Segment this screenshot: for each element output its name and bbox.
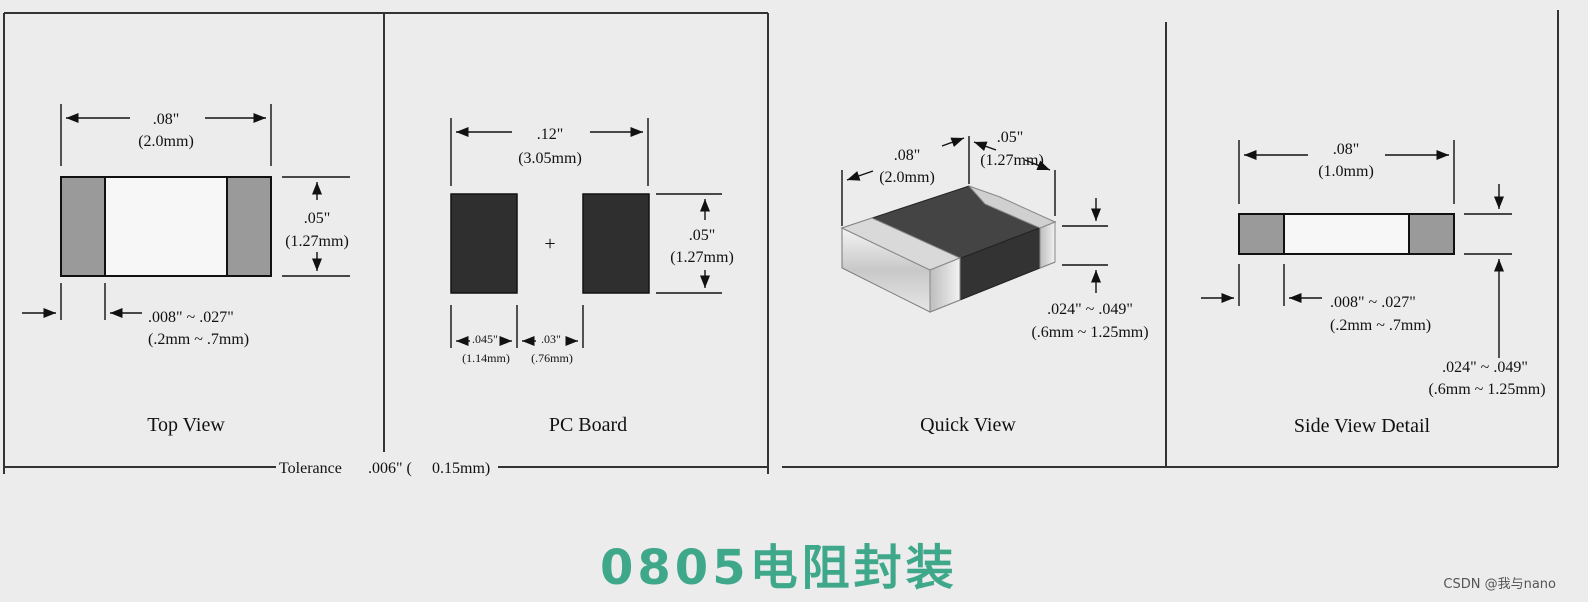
quick-view-label: Quick View (920, 414, 1016, 436)
frame-lines (3, 10, 1559, 474)
sv-length-mm: (1.0mm) (1318, 163, 1374, 180)
top-view: .08" (2.0mm) .05" (1.27mm) .008" ~ .027"… (22, 104, 350, 436)
pcb-gap-mm: (.76mm) (531, 351, 573, 365)
tolerance: Tolerance .006" ( 0.15mm) (279, 460, 490, 477)
chip-3d (840, 185, 1057, 313)
pcb-gap-in: .03" (541, 332, 561, 346)
top-terminal-mm: (.2mm ~ .7mm) (148, 331, 249, 348)
pcb-pad-in: .045" (472, 332, 498, 346)
pcb-span-in: .12" (537, 126, 564, 143)
top-terminal-in: .008" ~ .027" (148, 309, 234, 326)
side-terminal-left (1238, 213, 1285, 255)
tolerance-label: Tolerance (279, 460, 342, 477)
qv-width-mm: (1.27mm) (980, 152, 1044, 169)
watermark: CSDN @我与nano (1443, 577, 1556, 592)
pc-board-view: + .12" (3.05mm) .05" (1.27mm) .045" (1.1… (450, 118, 734, 436)
qv-thickness-in: .024" ~ .049" (1047, 301, 1133, 318)
qv-thickness-mm: (.6mm ~ 1.25mm) (1031, 324, 1148, 341)
qv-length-mm: (2.0mm) (879, 169, 935, 186)
sv-length-in: .08" (1333, 141, 1360, 158)
top-width-in: .05" (304, 210, 331, 227)
sv-thickness-in: .024" ~ .049" (1442, 359, 1528, 376)
terminal-right (226, 176, 272, 277)
pcb-height-in: .05" (689, 227, 716, 244)
sv-terminal-mm: (.2mm ~ .7mm) (1330, 317, 1431, 334)
pcb-pad-left (450, 193, 518, 294)
sv-thickness-mm: (.6mm ~ 1.25mm) (1428, 381, 1545, 398)
side-view-label: Side View Detail (1294, 415, 1431, 437)
side-terminal-right (1408, 213, 1455, 255)
quick-view: .08" (2.0mm) .05" (1.27mm) .024" ~ .049"… (840, 129, 1149, 436)
side-view: .08" (1.0mm) .008" ~ .027" (.2mm ~ .7mm)… (1201, 140, 1546, 437)
tolerance-value-mm: 0.15mm) (432, 460, 490, 477)
pcb-pad-mm: (1.14mm) (462, 351, 510, 365)
page-title: 0805电阻封装 (600, 540, 958, 596)
pc-board-label: PC Board (549, 414, 627, 436)
pcb-height-mm: (1.27mm) (670, 249, 734, 266)
pcb-pad-right (582, 193, 650, 294)
tolerance-value: .006" ( (368, 460, 412, 477)
terminal-left (60, 176, 106, 277)
sv-terminal-in: .008" ~ .027" (1330, 294, 1416, 311)
top-width-mm: (1.27mm) (285, 233, 349, 250)
top-length-mm: (2.0mm) (138, 133, 194, 150)
qv-width-in: .05" (997, 129, 1024, 146)
pcb-center-mark: + (544, 233, 555, 255)
top-length-in: .08" (153, 111, 180, 128)
pcb-span-mm: (3.05mm) (518, 150, 582, 167)
top-view-label: Top View (147, 414, 225, 436)
qv-length-in: .08" (894, 147, 921, 164)
